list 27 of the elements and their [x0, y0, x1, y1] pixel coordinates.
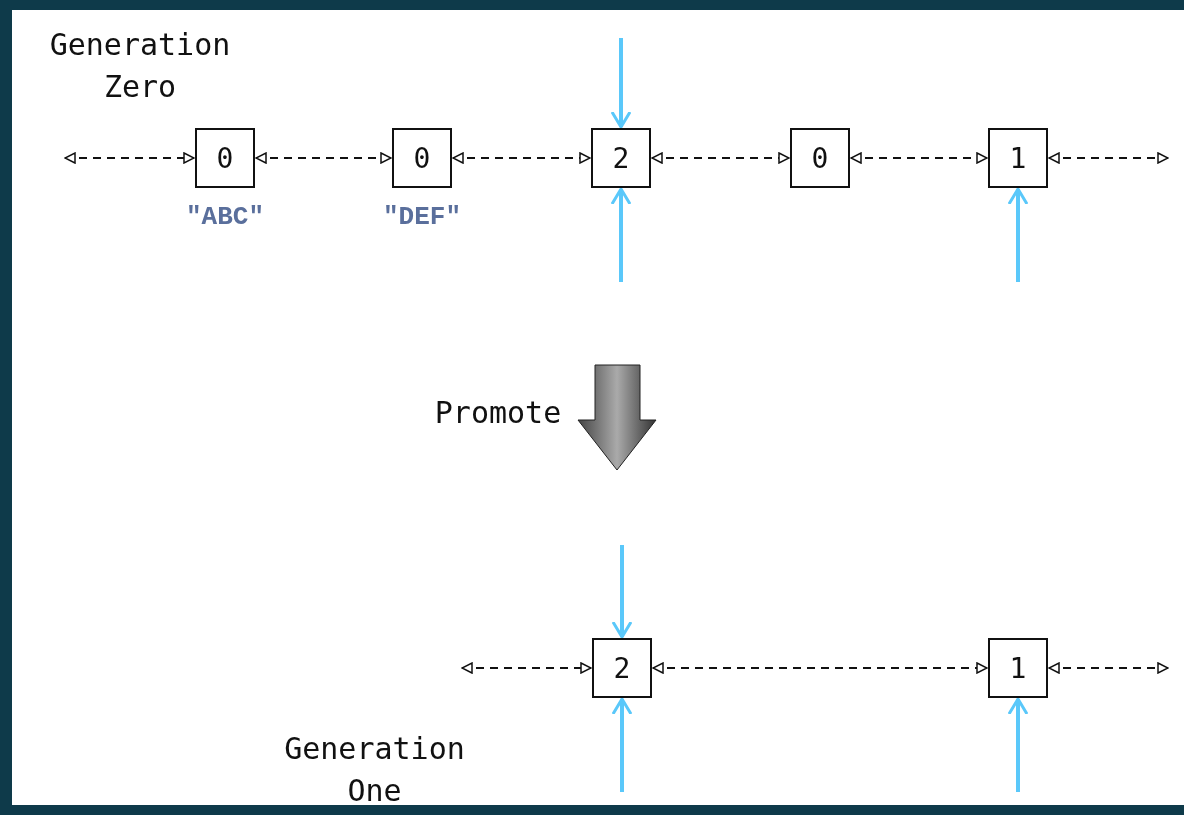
arrow [461, 662, 592, 674]
arrow [1048, 152, 1169, 164]
arrow [1007, 697, 1029, 792]
arrow [452, 152, 591, 164]
arrow [610, 187, 632, 282]
generation-label: Generation Zero [48, 26, 232, 106]
arrow [850, 152, 988, 164]
list-node-box: 2 [592, 638, 652, 698]
string-value: "DEF" [383, 202, 461, 232]
arrow [652, 662, 988, 674]
arrow [1007, 187, 1029, 282]
arrow [651, 152, 790, 164]
arrow [611, 697, 633, 792]
arrow [255, 152, 392, 164]
arrow [1048, 662, 1169, 674]
list-node-box: 0 [392, 128, 452, 188]
promote-label: Promote [433, 394, 563, 432]
arrow [611, 545, 633, 639]
list-node-box: 1 [988, 128, 1048, 188]
string-value: "ABC" [186, 202, 264, 232]
list-node-box: 0 [195, 128, 255, 188]
list-node-box: 2 [591, 128, 651, 188]
list-node-box: 1 [988, 638, 1048, 698]
generation-label: Generation One [283, 730, 466, 805]
list-node-box: 0 [790, 128, 850, 188]
arrow [64, 152, 195, 164]
arrow [610, 38, 632, 129]
